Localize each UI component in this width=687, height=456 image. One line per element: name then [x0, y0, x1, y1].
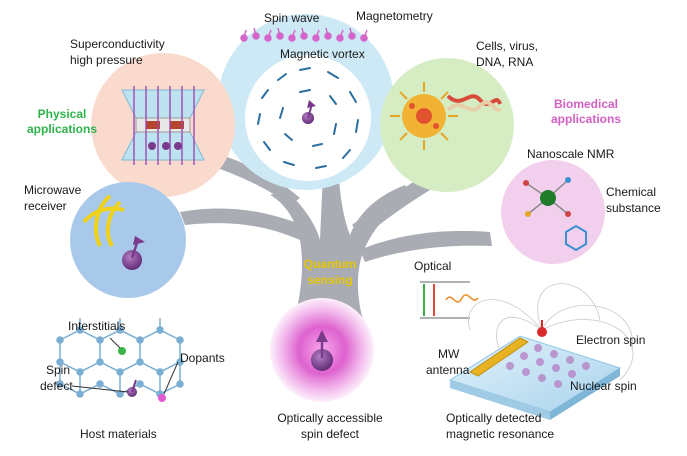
dna-icon	[446, 94, 502, 112]
nmr-bubble	[501, 160, 605, 264]
virus-icon	[390, 82, 458, 150]
spin-wave-icon	[240, 27, 368, 42]
lattice-spin-icon	[127, 379, 137, 397]
vortex-spin-icon	[302, 100, 316, 124]
quantum-sensing-label-2: sensing	[307, 273, 352, 287]
spin-defect-label: Spin	[46, 363, 70, 377]
branch-right	[360, 230, 492, 262]
pressure-cell-icon	[121, 86, 205, 165]
lattice-pointers	[71, 337, 179, 395]
microwave-receiver-icon	[82, 194, 125, 247]
dopants-label: Dopants	[180, 351, 225, 365]
defect-label: Optically accessible	[277, 411, 383, 425]
nanoscale-nmr-label: Nanoscale NMR	[527, 147, 615, 161]
tree-trunk	[270, 150, 412, 330]
mw-label: MW	[438, 347, 460, 361]
cells-label: Cells, virus,	[476, 39, 538, 53]
interstitial-marker	[118, 347, 126, 355]
substance-label: substance	[606, 201, 661, 215]
magnetic-vortex-label: Magnetic vortex	[280, 47, 365, 61]
host-materials-label: Host materials	[80, 427, 157, 441]
superconductivity-label: Superconductivity	[70, 37, 165, 51]
defect-label-2: spin defect	[301, 427, 360, 441]
antenna-label: antenna	[426, 363, 470, 377]
odmr-title-label: Optically detected	[446, 411, 541, 425]
nuclear-spin-icons	[506, 344, 590, 388]
nuclear-spin-label: Nuclear spin	[570, 379, 637, 393]
optical-label: Optical	[414, 259, 451, 273]
antenna-icon	[469, 337, 529, 377]
branch-left	[180, 208, 305, 240]
bio-bubble	[380, 58, 514, 192]
interstitials-label: Interstitials	[68, 319, 125, 333]
biomedical-applications-label: Biomedical	[554, 97, 618, 111]
magnetometry-label: Magnetometry	[356, 9, 433, 23]
spin-defect-label-2: defect	[40, 379, 73, 393]
energy-level-icon	[420, 281, 479, 319]
dopant-marker	[158, 394, 166, 402]
electron-spin-icon	[537, 320, 547, 337]
physical-applications-label: Physical	[38, 107, 87, 121]
high-pressure-label: high pressure	[70, 53, 143, 67]
microwave-label: Microwave	[24, 183, 82, 197]
receiver-label: receiver	[24, 199, 67, 213]
branch-upper-left	[200, 150, 300, 205]
physical-applications-label-2: applications	[27, 122, 97, 136]
spin-wave-label: Spin wave	[264, 11, 320, 25]
lattice-icon	[56, 318, 184, 398]
odmr-title-label-2: magnetic resonance	[446, 427, 554, 441]
quantum-sensing-label: Quantum	[304, 257, 357, 271]
dna-rna-label: DNA, RNA	[476, 55, 533, 69]
chemical-label: Chemical	[606, 185, 656, 199]
biomedical-applications-label-2: applications	[551, 112, 621, 126]
molecule-icon	[523, 177, 587, 252]
microwave-bubble	[70, 182, 186, 298]
field-lines	[468, 283, 634, 381]
vortex-arrows	[257, 67, 359, 169]
microwave-spin-icon	[122, 236, 145, 270]
defect-spin-icon	[311, 330, 333, 371]
diamond-slab	[448, 335, 622, 420]
electron-spin-label: Electron spin	[576, 333, 645, 347]
